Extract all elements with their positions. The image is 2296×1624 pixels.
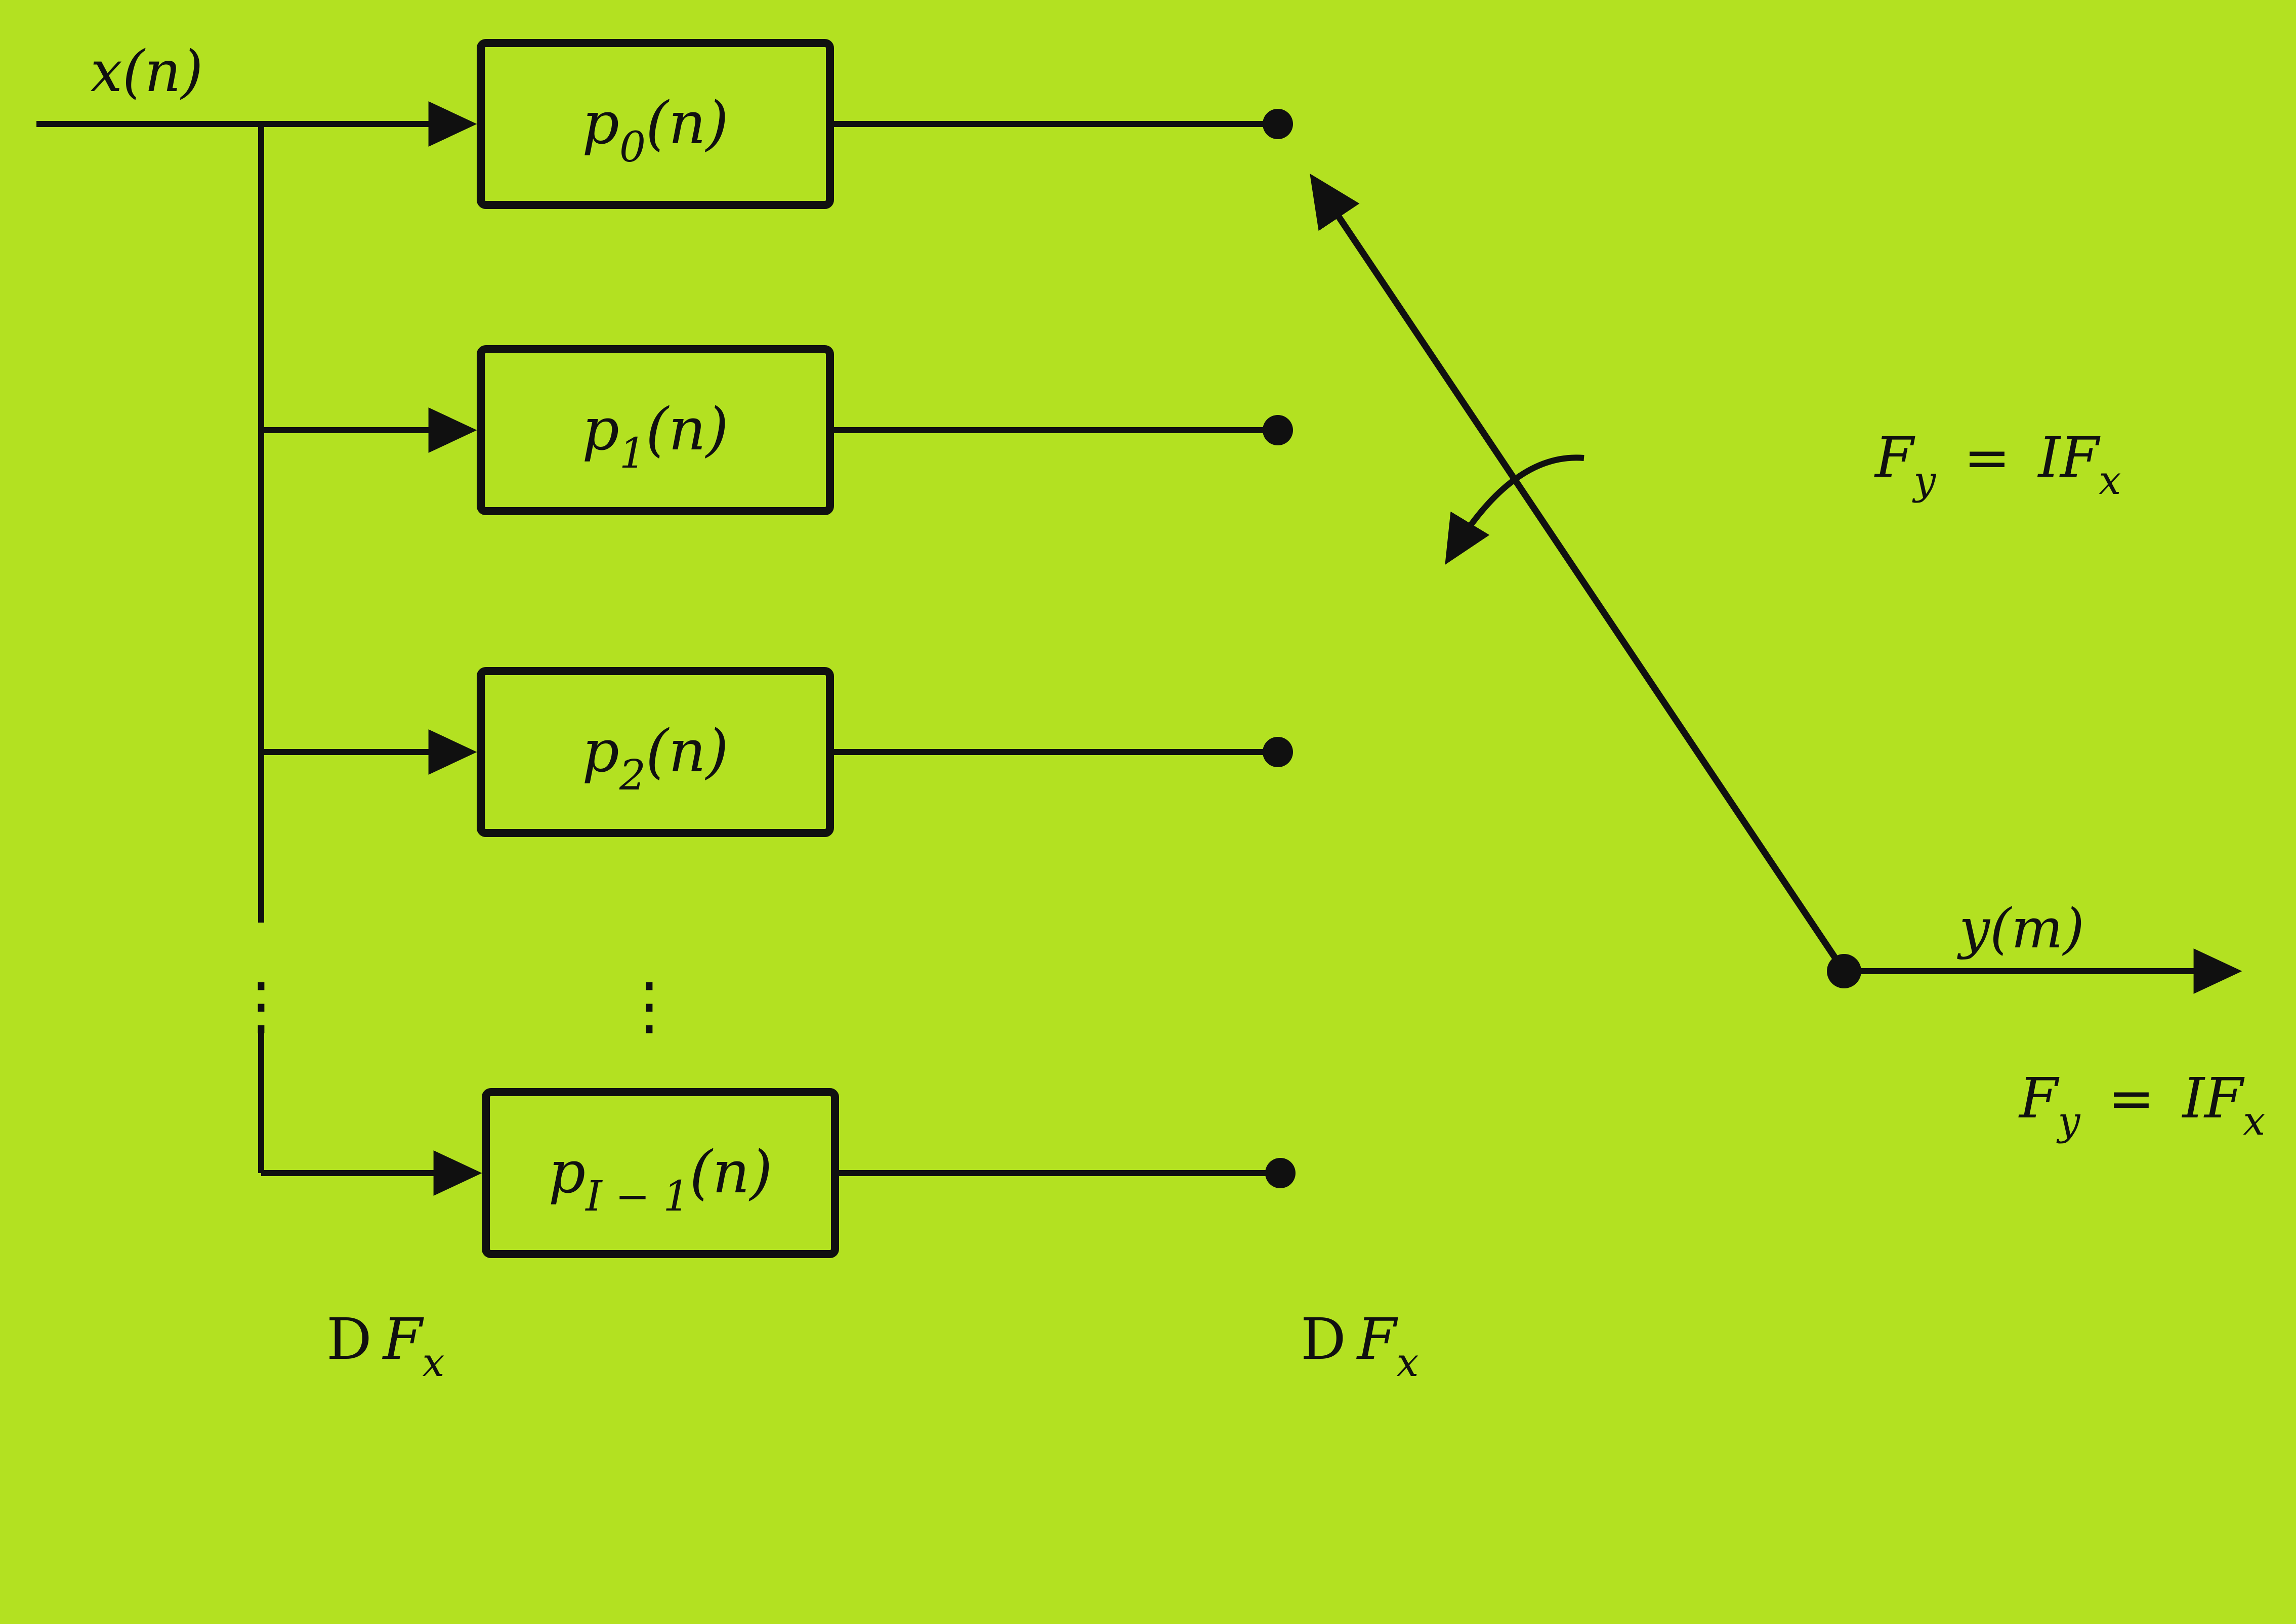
rate-tap-base: F — [1356, 1307, 1398, 1372]
rate-equation-bottom: Fy = IFx — [2018, 1066, 2265, 1144]
eq-bottom-lhs-base: F — [2018, 1066, 2060, 1131]
eq-top-lhs-sub: y — [1912, 458, 1936, 504]
rate-equation-top: Fy = IFx — [1874, 425, 2121, 504]
output-signal-label: y(m) — [1956, 897, 2084, 961]
eq-bottom-rhs-base: IF — [2182, 1066, 2245, 1131]
commutator-rotation-arc — [1445, 454, 1584, 565]
output: y(m) — [1844, 897, 2242, 994]
commutator-arm — [1310, 173, 1847, 973]
filter-label-p3: pI − 1(n) — [549, 1139, 773, 1221]
eq-bottom-rhs-sub: x — [2243, 1099, 2265, 1144]
eq-top-equals: = — [1964, 425, 2010, 490]
rate-tap-prefix: D — [1301, 1307, 1346, 1372]
filter-p0-base: p — [582, 90, 619, 157]
rate-branch-base: F — [382, 1307, 424, 1372]
filter-p2-sub: 2 — [619, 752, 646, 800]
eq-top-lhs-base: F — [1874, 425, 1915, 490]
tap-dot-p2 — [1263, 737, 1293, 767]
tap-dot-p3 — [1265, 1158, 1296, 1188]
filter-p0-sub: 0 — [619, 123, 646, 172]
filter-label-p0: p0(n) — [582, 90, 729, 172]
eq-top-rhs-sub: x — [2099, 458, 2121, 504]
filter-p2-base: p — [582, 718, 619, 785]
eq-bottom-equals: = — [2108, 1066, 2154, 1131]
tap-dot-p0 — [1263, 109, 1293, 139]
filter-p2-args: (n) — [646, 718, 729, 785]
rate-tap-sub: x — [1397, 1340, 1419, 1386]
rate-branch-prefix: D — [326, 1307, 372, 1372]
tap-dot-p1 — [1263, 415, 1293, 445]
filter-p0-args: (n) — [646, 90, 729, 157]
filter-p1-sub: 1 — [619, 430, 646, 478]
input-branch: x(n) ⋮ — [36, 39, 482, 1196]
filter-column-vertical-ellipsis: ⋮ — [618, 969, 681, 1043]
branch-vertical-ellipsis: ⋮ — [230, 969, 293, 1043]
eq-top-rhs-base: IF — [2037, 425, 2101, 490]
eq-bottom-lhs-sub: y — [2056, 1099, 2080, 1144]
filter-p3-sub: I − 1 — [585, 1173, 689, 1221]
filter-label-p2: p2(n) — [582, 718, 729, 800]
rate-branch-sub: x — [423, 1340, 445, 1386]
input-signal-label: x(n) — [91, 39, 203, 105]
filter-p1-base: p — [582, 396, 619, 464]
filter-p1-args: (n) — [646, 396, 729, 464]
output-taps — [830, 109, 1296, 1188]
filter-label-p1: p1(n) — [582, 396, 729, 478]
filter-p3-base: p — [549, 1139, 586, 1206]
filter-p3-args: (n) — [690, 1139, 773, 1206]
